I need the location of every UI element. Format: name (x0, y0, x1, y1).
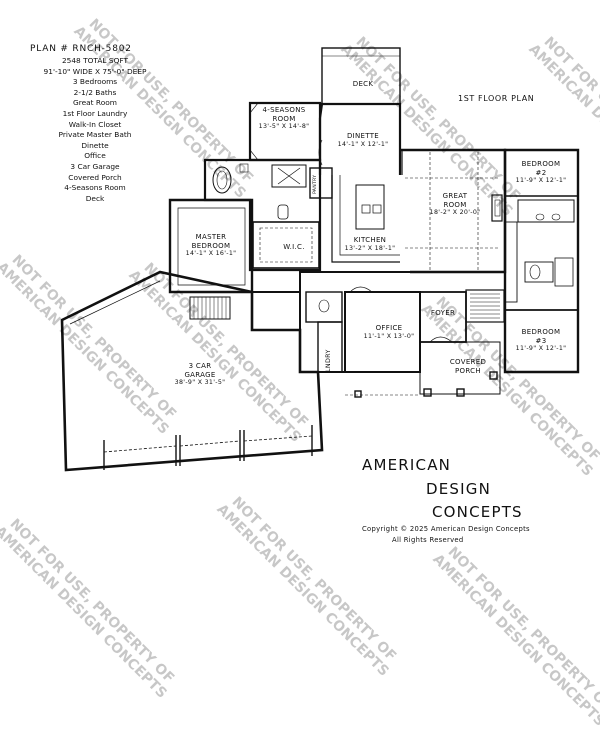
spec-line: Dinette (81, 140, 109, 150)
great-room-name-2: ROOM (443, 200, 467, 209)
brand-line-3: CONCEPTS (432, 503, 523, 521)
spec-line: 3 Bedrooms (72, 77, 118, 87)
brand-line-1: AMERICAN (362, 456, 452, 474)
kitchen-name: KITCHEN (353, 236, 387, 244)
seasons-room-name-1: 4-SEASONS (262, 106, 306, 114)
garage-name-1: 3 CAR (188, 362, 212, 370)
dinette-dim: 14'-1" X 12'-1" (337, 140, 389, 148)
laundry-label: LNDRY (324, 349, 332, 372)
rear-stairs (189, 296, 231, 320)
spec-line: 1st Floor Laundry (62, 108, 128, 118)
master-suite-walls (168, 158, 322, 294)
garage-label: 3 CAR GARAGE 38'-9" X 31'-5" (175, 362, 226, 388)
foyer-label: FOYER (430, 309, 456, 317)
spec-line: 3 Car Garage (70, 161, 120, 171)
office-name: OFFICE (375, 324, 403, 332)
bedroom-2-name: BEDROOM (521, 160, 561, 168)
spec-line: Walk-In Closet (68, 119, 122, 129)
floor-plan-drawing (60, 47, 580, 472)
bedroom-wing-walls (503, 148, 580, 374)
great-room-dim: 18'-2" X 20'-0" (429, 209, 481, 216)
great-room-name-1: GREAT (442, 192, 468, 200)
plan-number: PLAN # RNCH-5802 (30, 44, 132, 54)
seasons-room-name-2: ROOM (272, 114, 296, 123)
bedroom-2-label: BEDROOM #2 11'-9" X 12'-1" (516, 160, 567, 186)
spec-line: Deck (85, 193, 105, 203)
spec-line: Private Master Bath (58, 130, 132, 140)
spec-line: 91'-10" WIDE X 75'-0" DEEP (43, 66, 147, 76)
garage-dim: 38'-9" X 31'-5" (174, 379, 226, 386)
kitchen-label: KITCHEN 13'-2" X 18'-1" (345, 236, 396, 253)
garage-name-2: GARAGE (184, 370, 216, 379)
floor-label: 1ST FLOOR PLAN (458, 94, 535, 103)
copyright-text: Copyright © 2025 American Design Concept… (362, 525, 530, 533)
spec-line: 2-1/2 Baths (73, 87, 117, 97)
dinette-label: DINETTE 14'-1" X 12'-1" (338, 132, 389, 149)
spec-line: Office (84, 151, 106, 161)
covered-porch-name-1: COVERED (449, 358, 487, 366)
bedroom-2-dim: 11'-9" X 12'-1" (515, 177, 567, 184)
great-room-label: GREAT ROOM 18'-2" X 20'-0" (430, 192, 481, 218)
walk-in-closet-label: W.I.C. (283, 243, 305, 251)
master-bedroom-name-1: MASTER (195, 233, 227, 241)
seasons-room-label: 4-SEASONS ROOM 13'-5" X 14'-8" (259, 106, 310, 132)
bedroom-3-name: BEDROOM (521, 328, 561, 336)
plan-specs-list: 2548 TOTAL SQFT 91'-10" WIDE X 75'-0" DE… (30, 56, 160, 204)
spec-line: Covered Porch (68, 172, 122, 182)
pantry-label: PANTRY (313, 174, 318, 194)
bedroom-3-label: BEDROOM #3 11'-9" X 12'-1" (516, 328, 567, 354)
master-bedroom-name-2: BEDROOM (191, 241, 231, 250)
bedroom-3-dim: 11'-9" X 12'-1" (515, 345, 567, 352)
dinette-name: DINETTE (346, 132, 380, 140)
foyer-stairs (465, 289, 505, 323)
seasons-room-dim: 13'-5" X 14'-8" (258, 123, 310, 130)
covered-porch-name-2: PORCH (455, 366, 481, 375)
master-bedroom-label: MASTER BEDROOM 14'-1" X 16'-1" (186, 233, 237, 259)
rights-text: All Rights Reserved (392, 536, 464, 544)
bedroom-2-number: #2 (535, 168, 547, 177)
bedroom-3-number: #3 (535, 336, 547, 345)
spec-line: 2548 TOTAL SQFT (61, 56, 129, 65)
garage-walls (60, 270, 324, 472)
covered-porch-label: COVERED PORCH (450, 358, 486, 375)
deck-label: DECK (352, 80, 374, 88)
spec-line: Great Room (73, 98, 117, 108)
office-label: OFFICE 11'-1" X 13'-0" (364, 324, 415, 341)
brand-line-2: DESIGN (426, 480, 492, 498)
master-bedroom-dim: 14'-1" X 16'-1" (185, 250, 237, 257)
spec-line: 4-Seasons Room (64, 183, 126, 193)
office-dim: 11'-1" X 13'-0" (363, 332, 415, 340)
kitchen-dim: 13'-2" X 18'-1" (344, 244, 396, 252)
